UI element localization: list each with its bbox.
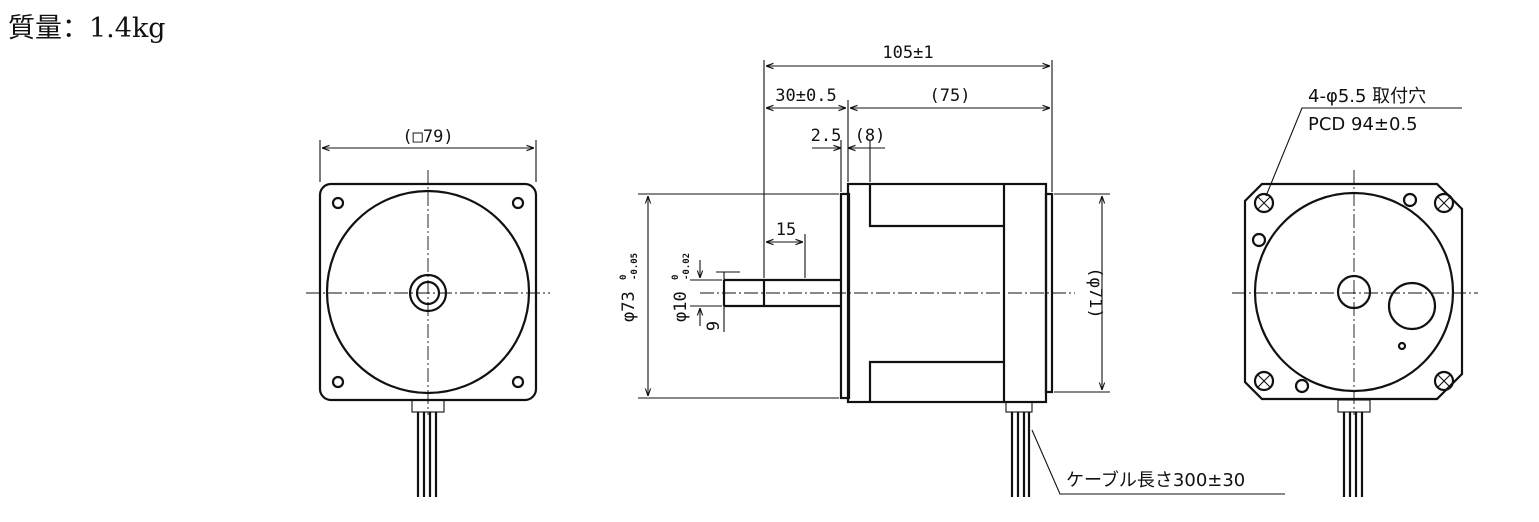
rear-boss: [1387, 281, 1437, 331]
side-view: 105±1 30±0.5 (75) 2.5 (8) 15 φ73 0 -0.05: [619, 43, 1285, 497]
side-inner-outline: [868, 360, 1004, 402]
side-shaft-diameter: φ10: [671, 291, 691, 322]
front-width-dim: (□79): [402, 127, 453, 147]
side-flange-thickness: 2.5: [811, 126, 842, 146]
side-pilot-diameter: φ73: [619, 291, 639, 322]
front-mount-hole: [331, 375, 345, 389]
rear-mount-hole: [1433, 370, 1455, 392]
rear-small-hole: [1397, 341, 1407, 351]
side-body-length: (75): [930, 86, 971, 106]
cable-leader-line: [1031, 429, 1285, 495]
side-inner-outline: [868, 184, 1004, 228]
side-pilot-length: (8): [855, 126, 886, 146]
rear-screw-hole: [1251, 232, 1267, 248]
front-mount-hole: [511, 375, 525, 389]
rear-screw-hole: [1402, 192, 1418, 208]
side-flat-dim: 9: [704, 321, 724, 331]
rear-screw-hole: [1294, 378, 1310, 394]
rear-chamfered-body: [1243, 182, 1464, 401]
rear-mount-hole: [1433, 192, 1455, 214]
hole-leader-line: [1265, 107, 1462, 197]
rear-mount-hole: [1253, 192, 1275, 214]
rear-cable-gland: [1337, 399, 1371, 413]
hole-note: 4-φ5.5 取付穴: [1308, 86, 1426, 107]
rear-view: 4-φ5.5 取付穴 PCD 94±0.5: [1232, 86, 1478, 497]
side-pilot-tol-lower: -0.05: [630, 253, 640, 280]
front-view: (□79): [306, 127, 550, 497]
front-mount-hole: [511, 196, 525, 210]
side-flat-length: 15: [776, 220, 796, 240]
side-rear-diameter: (φ71): [1085, 267, 1105, 318]
cable-length-note: ケーブル長さ300±30: [1066, 469, 1245, 491]
side-shaft-tol-lower: -0.02: [682, 253, 692, 280]
side-cable-gland: [1005, 401, 1033, 413]
front-cable-gland: [411, 399, 445, 413]
pcd-note: PCD 94±0.5: [1308, 114, 1418, 135]
front-mount-hole: [331, 196, 345, 210]
side-overall-length: 105±1: [882, 43, 933, 63]
side-pilot-tol-upper: 0: [619, 275, 629, 280]
side-shaft-length: 30±0.5: [775, 86, 836, 106]
side-shaft-tol-upper: 0: [671, 275, 681, 280]
mass-label: 質量：1.4kg: [8, 13, 166, 44]
rear-mount-hole: [1253, 370, 1275, 392]
